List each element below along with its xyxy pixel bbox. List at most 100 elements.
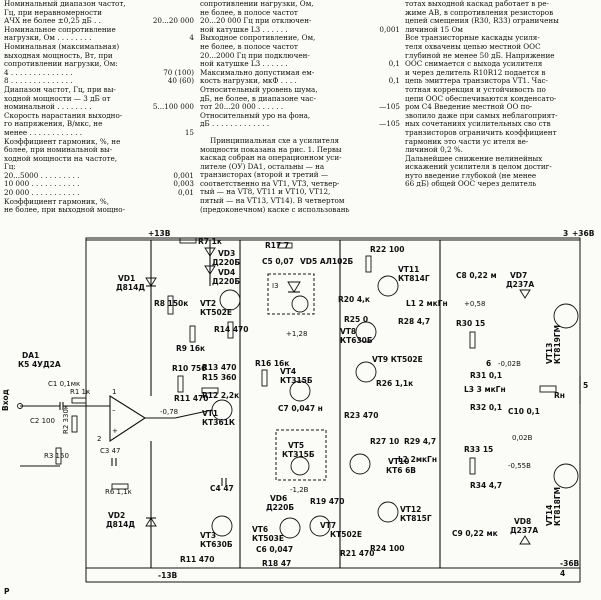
spec-column-left: Номинальный диапазон частот,Гц, при нера…: [4, 0, 194, 215]
text-line: тый — на VT8, VT11 и VT10, VT12,: [200, 187, 331, 197]
label-vd2: VD2: [108, 511, 125, 520]
resistor-r8: [167, 295, 174, 315]
label-r27: R27 10: [370, 437, 399, 446]
label-r18: R18 47: [262, 559, 291, 568]
spec-line: дБ, не более, в диапазоне час-: [200, 93, 316, 103]
label-r2: R2 330к: [62, 405, 70, 434]
amplifier-schematic: +13В -13В +36В 3 -36В 4 Вход DA1 К5 4УД2…: [1, 229, 595, 596]
label-vd8: VD8: [514, 517, 531, 526]
label-r29: R29 4,7: [404, 437, 436, 446]
resistor-r10: [177, 375, 184, 393]
spec-line: выходная мощность, Вт, при: [4, 50, 113, 60]
label-vt2-type: КТ502Е: [200, 308, 232, 317]
text-line: теля охвачены цепью местной ООС: [405, 41, 541, 51]
spec-line: Скорость нарастания выходно-: [4, 110, 123, 120]
label-vd7-type: Д237А: [506, 280, 534, 289]
label-i3: I3: [272, 282, 279, 290]
label-r12: R12 2,2к: [202, 391, 239, 400]
volt-v5: -0,78: [160, 408, 178, 416]
label-c8: C8 0,22 м: [456, 271, 497, 280]
text-line: транзисторах (второй и третий —: [200, 170, 329, 180]
text-line: транзисторов ограничить коэффициент: [405, 127, 557, 137]
vt5-block: [275, 429, 327, 481]
label-c2: C2 100: [30, 417, 55, 425]
text-line: Принципиальная схе а усилителя: [210, 135, 340, 145]
transistor-vt11: [377, 275, 399, 297]
label-vt12-type: КТ815Г: [400, 514, 432, 523]
volt-v2: -1,2В: [290, 486, 309, 494]
text-line: цепи ООС обеспечиваются конденсато-: [405, 93, 557, 103]
label-c6: C6 0,047: [256, 545, 293, 554]
label-vd1: VD1: [118, 274, 135, 283]
label-vt6-type: КТ503Е: [252, 534, 284, 543]
label-r26: R26 1,1к: [376, 379, 413, 388]
label-vd8-type: Д237А: [510, 526, 538, 535]
label-node5: 5: [583, 381, 588, 390]
footer-mark: Р: [4, 587, 10, 596]
text-line: личиной 0,2 %.: [405, 145, 463, 155]
spec-line: дБ . . . . . . . . . . . . .—105: [200, 119, 400, 129]
label-vt12: VT12: [400, 505, 421, 514]
spec-line: не более, при выходной мощно-: [4, 205, 126, 215]
text-line: каскад собран на операционном уси-: [200, 153, 342, 163]
resistor-r30: [469, 331, 476, 349]
diode-vd8: [519, 535, 531, 545]
transistor-vt10: [349, 453, 371, 475]
spec-line: менее . . . . . . . . . . . .15: [4, 127, 194, 137]
label-r28: R28 4,7: [398, 317, 430, 326]
text-line: ром C4 Введение местной ОО по-: [405, 102, 533, 112]
text-line: ООС снимается с выхода усилителя: [405, 59, 543, 69]
text-line: Все транзисторные каскады усиля-: [405, 33, 540, 43]
spec-line: АЧХ не более ±0,25 дБ . .20...20 000: [4, 16, 194, 26]
label-vt7: VT7: [320, 521, 336, 530]
spec-column-middle: сопротивлении нагрузки, Ом,не более, в п…: [200, 0, 400, 214]
diode-vd7: [519, 289, 531, 299]
spec-line: 20...5000 . . . . . . . . .0,001: [4, 170, 194, 180]
label-vt14: VT14: [545, 505, 554, 526]
spec-line: Гц, при неравномерности: [4, 7, 102, 17]
label-r17: R17 7: [265, 241, 289, 250]
spec-line: го напряжения, В/мкс, не: [4, 119, 103, 129]
label-plus13: +13В: [148, 229, 171, 238]
spec-line: номинальной . . . . . . . .5...100 000: [4, 102, 194, 112]
transistor-vt3: [211, 515, 233, 537]
spec-line: ной катушке L3 . . . . . .0,001: [200, 24, 400, 34]
led-vd5: [287, 281, 301, 293]
label-vt8: VT8: [340, 327, 356, 336]
resistor-r3: [55, 447, 62, 465]
label-r11: R11 470: [174, 394, 208, 403]
text-column-right: тотах выходной каскад работает в ре-жиме…: [405, 0, 600, 189]
transistor-vt14: [553, 463, 579, 489]
label-node4: 4: [560, 569, 565, 578]
text-line: гармоник это части ус ителя ве-: [405, 136, 529, 146]
label-vt2: VT2: [200, 299, 216, 308]
spec-line: Диапазон частот, Гц, при вы-: [4, 84, 116, 94]
label-r34: R34 4,7: [470, 481, 502, 490]
label-r15: R15 360: [202, 373, 236, 382]
resistor-r33: [469, 457, 476, 475]
label-r19: R19 470: [310, 497, 344, 506]
label-vt13-type: КТ819ГМ: [553, 325, 562, 364]
label-r24: R24 100: [370, 544, 404, 553]
label-vd7: VD7: [510, 271, 527, 280]
label-l2: L2 2мкГн: [398, 455, 437, 464]
spec-line: 4 . . . . . . . . . . . . . .70 (100): [4, 67, 194, 77]
label-vd4: VD4: [218, 268, 235, 277]
spec-line: 8 . . . . . . . . . . . . . .40 (60): [4, 76, 194, 86]
transistor-vt5: [290, 456, 310, 476]
spec-line: тот 20...20 000 . . . . . .—105: [200, 102, 400, 112]
label-vt11-type: КТ814Г: [398, 274, 430, 283]
label-c1: C1 0,1мк: [48, 380, 80, 388]
resistor-r12: [201, 387, 219, 394]
svg-text:1: 1: [112, 388, 116, 396]
transistor-vt4: [289, 380, 311, 402]
label-node3: 3: [563, 229, 568, 238]
label-vt14-type: КТ818ГМ: [553, 487, 562, 526]
label-r9: R9 16к: [176, 344, 205, 353]
label-r33: R33 15: [464, 445, 493, 454]
label-r1: R1 1к: [70, 388, 90, 396]
resistor-r1: [71, 397, 87, 404]
label-c5: C5 0,07: [262, 257, 294, 266]
spec-line: кость нагрузки, мкФ . . . .0,1: [200, 76, 400, 86]
